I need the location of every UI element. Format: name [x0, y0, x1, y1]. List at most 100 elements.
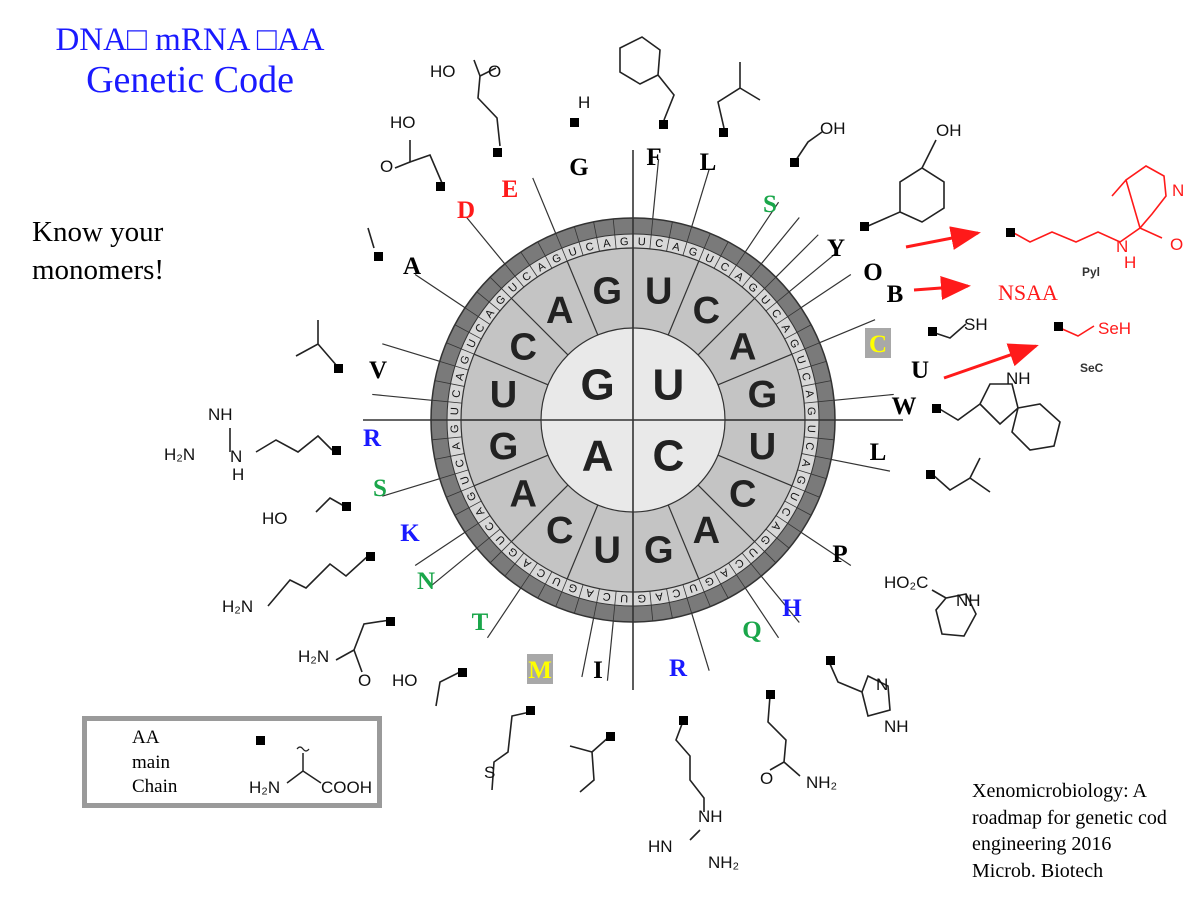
middle-base-letter: C	[693, 290, 720, 332]
outer-base-letter: G	[449, 424, 461, 433]
gly-label: H	[578, 93, 590, 112]
outer-base-letter: U	[458, 474, 472, 486]
outer-base-letter: G	[637, 592, 646, 604]
codon-divider-rays	[363, 150, 903, 690]
outer-base-letter: U	[794, 354, 808, 366]
outer-divider	[476, 528, 501, 549]
outer-divider	[555, 578, 568, 607]
outer-divider	[464, 515, 491, 533]
amino-acid-letter: F	[646, 144, 661, 171]
his-nh-label: NH	[884, 717, 909, 736]
outer-divider	[698, 233, 711, 262]
side-note: Know your monomers!	[32, 214, 164, 289]
middle-divider	[566, 504, 599, 580]
outer-base-letter: C	[450, 389, 463, 399]
middle-base-letter: G	[489, 426, 519, 468]
pyl-h-label: H	[1124, 253, 1136, 272]
side-chain-structures	[229, 36, 1061, 841]
outer-base-letter: C	[654, 237, 664, 250]
amino-acid-divider	[532, 177, 557, 234]
side-note-line-2: monomers!	[32, 253, 165, 286]
outer-divider	[434, 380, 465, 387]
main-chain-line-3: Chain	[132, 776, 178, 798]
amino-acid-letter: H	[782, 595, 802, 622]
pyl-nh-label: N	[1116, 237, 1128, 256]
amino-acid-letter: C	[869, 331, 887, 358]
amino-acid-divider	[466, 217, 506, 265]
asp-chain	[409, 140, 443, 184]
outer-divider	[791, 342, 820, 355]
amino-acid-letter: S	[763, 191, 777, 218]
outer-divider	[520, 562, 538, 589]
outer-divider	[593, 588, 600, 619]
outer-base-letter: G	[567, 581, 579, 595]
outer-divider	[520, 251, 538, 278]
outer-divider	[801, 453, 832, 460]
outer-divider	[489, 541, 512, 564]
asn-o-label: O	[358, 671, 371, 690]
amino-acid-divider	[606, 620, 614, 681]
amino-acid-highlight	[527, 654, 553, 684]
amino-acid-divider	[744, 587, 780, 639]
amino-acid-letter: I	[593, 657, 603, 684]
outer-base-letter: G	[805, 407, 817, 416]
outer-divider	[649, 218, 654, 249]
outer-divider	[713, 571, 729, 599]
glu-label: HO	[430, 62, 456, 81]
amino-acid-letter: P	[832, 541, 847, 568]
pro-nh-label: NH	[956, 591, 981, 610]
outer-base-letter: U	[449, 407, 461, 416]
thr-chain	[435, 671, 461, 707]
outer-divider	[754, 276, 777, 299]
glu-chain	[477, 67, 501, 147]
title-line-1: DNA□ mRNA □AA	[55, 22, 325, 58]
middle-divider	[697, 484, 756, 543]
outer-base-letter: U	[620, 592, 629, 604]
outer-divider	[504, 263, 525, 288]
amino-acid-divider	[833, 393, 894, 401]
outer-divider	[765, 528, 790, 549]
outer-divider	[439, 469, 469, 480]
amino-acid-letter: O	[863, 259, 882, 286]
sec-name: SeC	[1080, 361, 1104, 375]
asp-label: HO	[390, 113, 416, 132]
amino-acid-highlight	[865, 328, 891, 358]
outer-divider	[728, 562, 746, 589]
citation-line-3: engineering 2016	[972, 833, 1112, 856]
outer-divider	[431, 399, 462, 404]
arg-left-nh-label: NH	[208, 405, 233, 424]
amino-acid-divider	[800, 531, 852, 567]
citation-line-4: Microb. Biotech	[972, 859, 1104, 882]
middle-base-letter: U	[490, 374, 517, 416]
middle-base-letter: A	[693, 510, 720, 552]
outer-divider	[713, 241, 729, 269]
amino-acid-letter: M	[528, 657, 552, 684]
outer-divider	[775, 307, 802, 325]
noncanonical-labels: SeH N N H O	[1098, 181, 1184, 338]
outer-divider	[649, 591, 654, 622]
arrow-to-nsaa	[913, 276, 971, 300]
arg-left-n-label: N	[230, 447, 242, 466]
outer-divider	[801, 380, 832, 387]
amino-acid-letter: T	[472, 609, 489, 636]
amino-acid-letter: S	[373, 475, 387, 502]
outer-divider	[476, 291, 501, 312]
outer-divider	[754, 541, 777, 564]
inner-base-letter: C	[652, 431, 684, 480]
middle-base-letter: C	[510, 327, 537, 369]
amino-acid-divider	[581, 618, 595, 678]
arg-left-chain	[229, 428, 333, 453]
outer-divider	[728, 251, 746, 278]
pyl-chain	[1011, 165, 1167, 243]
amino-acid-divider	[788, 253, 836, 293]
amino-acid-divider	[744, 201, 780, 253]
outer-base-letter: A	[671, 241, 682, 255]
arg-nh-label: NH	[698, 807, 723, 826]
middle-base-letter: A	[546, 290, 573, 332]
inner-base-letter: G	[581, 361, 615, 410]
middle-divider	[717, 454, 793, 487]
middle-base-letter: A	[510, 473, 537, 515]
met-chain	[491, 711, 531, 791]
